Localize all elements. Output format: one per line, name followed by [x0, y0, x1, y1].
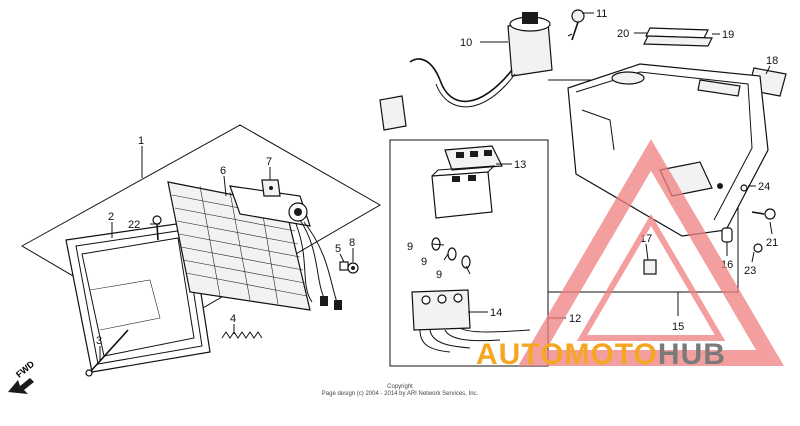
callout-22: 22: [128, 219, 140, 231]
callout-20: 20: [617, 28, 629, 40]
bulb-9c[interactable]: [461, 255, 471, 269]
callout-23: 23: [744, 265, 756, 277]
fwd-arrow: [8, 378, 34, 394]
grommet-16[interactable]: [721, 227, 733, 243]
screw-23[interactable]: [753, 243, 763, 253]
callout-18: 18: [766, 55, 778, 67]
spring-4[interactable]: [221, 331, 263, 339]
callout-11: 11: [596, 8, 607, 20]
watermark-brand: AUTOMOTOHUB: [476, 338, 726, 372]
nut-17[interactable]: [643, 259, 657, 275]
callout-6: 6: [220, 165, 226, 177]
screw-3[interactable]: [85, 329, 129, 377]
callout-5: 5: [335, 243, 341, 255]
bracket-7[interactable]: [261, 179, 281, 197]
key-11[interactable]: [567, 9, 585, 41]
callout-labels: 1 2 3 4 5 6 7 8 9 9 9 10 11 12 13 14 15 …: [96, 8, 778, 347]
copyright-line-2: Page design (c) 2004 - 2014 by ARI Netwo…: [321, 391, 479, 397]
connector-13[interactable]: [444, 145, 503, 171]
socket-14[interactable]: [411, 289, 531, 353]
callout-4: 4: [230, 313, 236, 325]
callout-9a: 9: [407, 241, 413, 253]
socket-box-12: [389, 139, 549, 367]
callout-13: 13: [514, 159, 526, 171]
callout-19: 19: [722, 29, 734, 41]
callout-10: 10: [460, 37, 472, 49]
bolt-21[interactable]: [751, 208, 776, 220]
callout-7: 7: [266, 156, 272, 168]
headlight-rim[interactable]: [65, 221, 211, 373]
callout-3: 3: [96, 335, 102, 347]
callout-2: 2: [108, 211, 114, 223]
callout-21: 21: [766, 237, 778, 249]
callout-9c: 9: [436, 269, 442, 281]
copyright-line-1: Copyright: [387, 384, 413, 390]
nut-8[interactable]: [347, 262, 359, 274]
watermark-triangle: [518, 139, 784, 366]
headlight-assembly-group: [20, 124, 382, 377]
ignition-switch[interactable]: [379, 12, 553, 131]
headlight-unit[interactable]: [167, 181, 311, 311]
callout-1: 1: [138, 135, 144, 147]
collar-24[interactable]: [740, 184, 748, 192]
nut-5[interactable]: [339, 261, 349, 271]
bulb-9b[interactable]: [447, 247, 457, 261]
sticker-19[interactable]: [643, 35, 713, 47]
callout-12: 12: [569, 313, 581, 325]
copyright-notice: Copyright Page design (c) 2004 - 2014 by…: [290, 384, 510, 398]
watermark-part-1: AUTOMOTO: [476, 338, 658, 371]
callout-24: 24: [758, 181, 770, 193]
callout-9b: 9: [421, 256, 427, 268]
callout-15: 15: [672, 321, 684, 333]
callout-8: 8: [349, 237, 355, 249]
callout-14: 14: [490, 307, 502, 319]
watermark-part-2: HUB: [657, 338, 726, 371]
